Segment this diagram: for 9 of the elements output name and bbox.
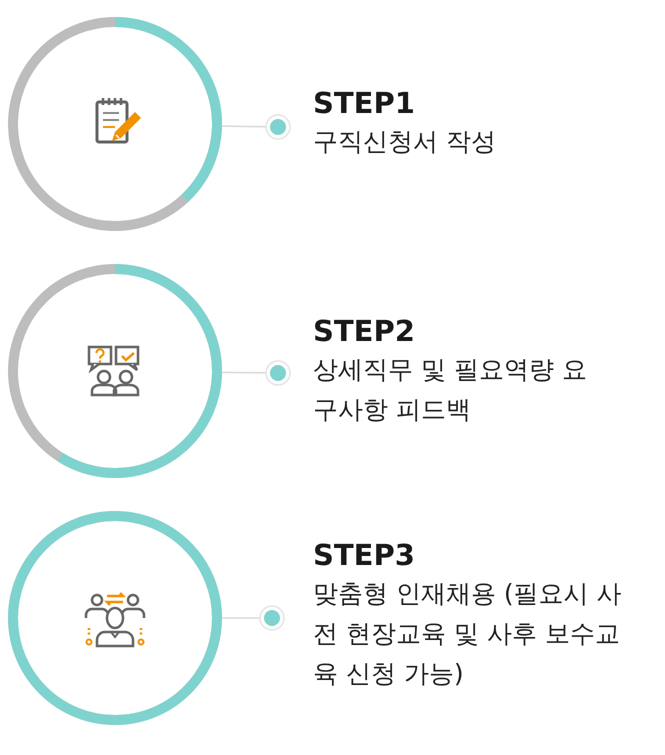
connector-line — [222, 372, 266, 374]
connector-line — [222, 125, 266, 128]
step-description: 맞춤형 인재채용 (필요시 사전 현장교육 및 사후 보수교육 신청 가능) — [313, 578, 623, 690]
step-title: STEP2 — [313, 313, 416, 350]
step-description: 구직신청서 작성 — [313, 126, 497, 158]
connector-line — [222, 617, 260, 619]
step-title: STEP1 — [313, 85, 416, 122]
step-title: STEP3 — [313, 537, 416, 574]
step-description: 상세직무 및 필요역량 요구사항 피드백 — [313, 354, 588, 426]
